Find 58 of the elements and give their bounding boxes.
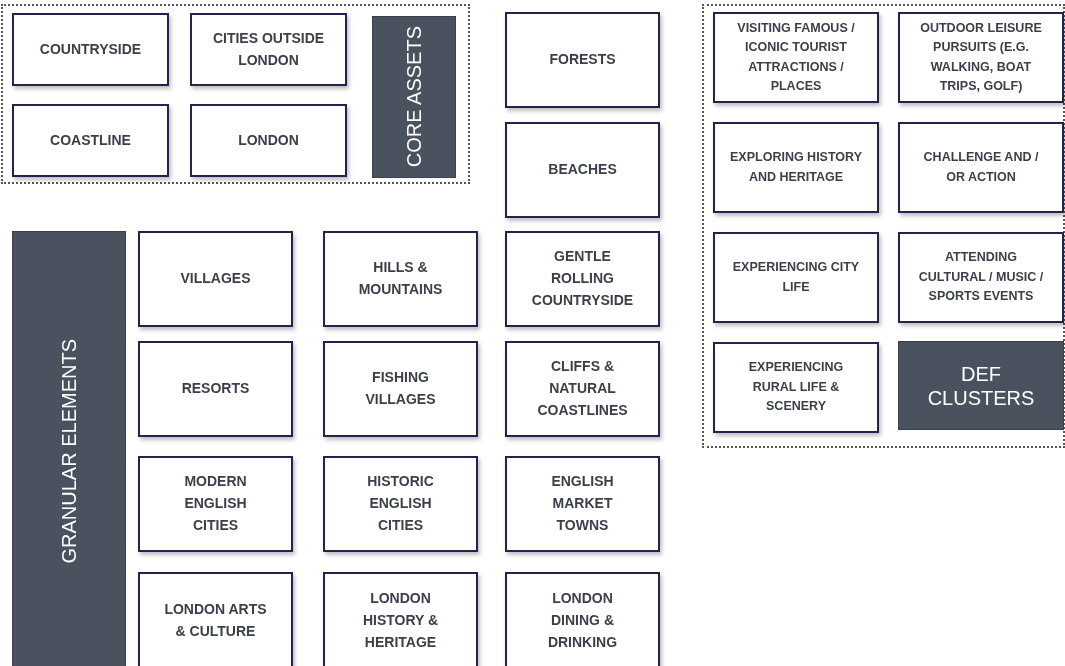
section-header-box xyxy=(898,341,1064,430)
category-label: FISHING VILLAGES xyxy=(364,368,437,409)
category-label: LONDON xyxy=(237,130,300,150)
category-label: FORESTS xyxy=(548,50,617,70)
section-header-box xyxy=(12,231,126,666)
category-label: ATTENDING CULTURAL / MUSIC / SPORTS EVENTS xyxy=(917,249,1045,306)
category-label: COASTLINE xyxy=(49,130,132,150)
category-label: ENGLISH MARKET TOWNS xyxy=(550,472,615,535)
category-label: VISITING FAMOUS / ICONIC TOURIST ATTRACTIONS / PLACES xyxy=(736,19,856,95)
category-box xyxy=(138,231,293,327)
category-label: EXPERIENCING RURAL LIFE & SCENERY xyxy=(747,359,845,416)
category-box xyxy=(898,12,1064,103)
category-label: GENTLE ROLLING COUNTRYSIDE xyxy=(530,247,635,310)
category-box xyxy=(713,122,879,213)
category-box xyxy=(898,232,1064,323)
category-label: EXPERIENCING CITY LIFE xyxy=(731,259,861,296)
category-label: EXPLORING HISTORY AND HERITAGE xyxy=(729,149,863,186)
category-label: COUNTRYSIDE xyxy=(38,39,143,59)
category-box xyxy=(190,104,347,177)
header-text: DEF CLUSTERS xyxy=(926,361,1036,410)
group-outline xyxy=(702,4,1065,448)
category-box xyxy=(505,12,660,108)
category-box xyxy=(505,456,660,552)
category-box xyxy=(12,104,169,177)
category-box xyxy=(138,456,293,552)
category-box xyxy=(323,456,478,552)
category-box xyxy=(898,122,1064,213)
category-box xyxy=(138,341,293,437)
category-label: CITIES OUTSIDE LONDON xyxy=(211,28,326,70)
group-outline xyxy=(1,4,470,184)
category-box xyxy=(323,231,478,327)
category-box xyxy=(713,232,879,323)
category-label: OUTDOOR LEISURE PURSUITS (E.G. WALKING, BOAT TRIPS, GOLF) xyxy=(919,19,1043,95)
category-label: BEACHES xyxy=(547,160,618,180)
category-box xyxy=(505,122,660,218)
category-label: LONDON ARTS & CULTURE xyxy=(163,600,268,641)
category-box xyxy=(713,12,879,103)
category-label: MODERN ENGLISH CITIES xyxy=(183,472,248,535)
header-text: CORE ASSETS xyxy=(402,26,426,168)
category-label: CLIFFS & NATURAL COASTLINES xyxy=(536,357,629,420)
category-box xyxy=(505,572,660,666)
category-box xyxy=(713,342,879,433)
category-box xyxy=(190,13,347,86)
category-box xyxy=(323,572,478,666)
category-label: LONDON DINING & DRINKING xyxy=(546,589,619,652)
section-header-box xyxy=(372,16,456,178)
category-label: HILLS & MOUNTAINS xyxy=(357,258,444,299)
category-label: HISTORIC ENGLISH CITIES xyxy=(366,472,435,535)
category-label: VILLAGES xyxy=(179,269,252,289)
category-label: LONDON HISTORY & HERITAGE xyxy=(361,589,440,652)
category-box xyxy=(323,341,478,437)
header-text: GRANULAR ELEMENTS xyxy=(57,338,81,564)
category-box xyxy=(505,341,660,437)
category-box xyxy=(12,13,169,86)
category-label: CHALLENGE AND / OR ACTION xyxy=(922,149,1040,186)
category-label: RESORTS xyxy=(180,379,251,399)
category-box xyxy=(505,231,660,327)
category-box xyxy=(138,572,293,666)
